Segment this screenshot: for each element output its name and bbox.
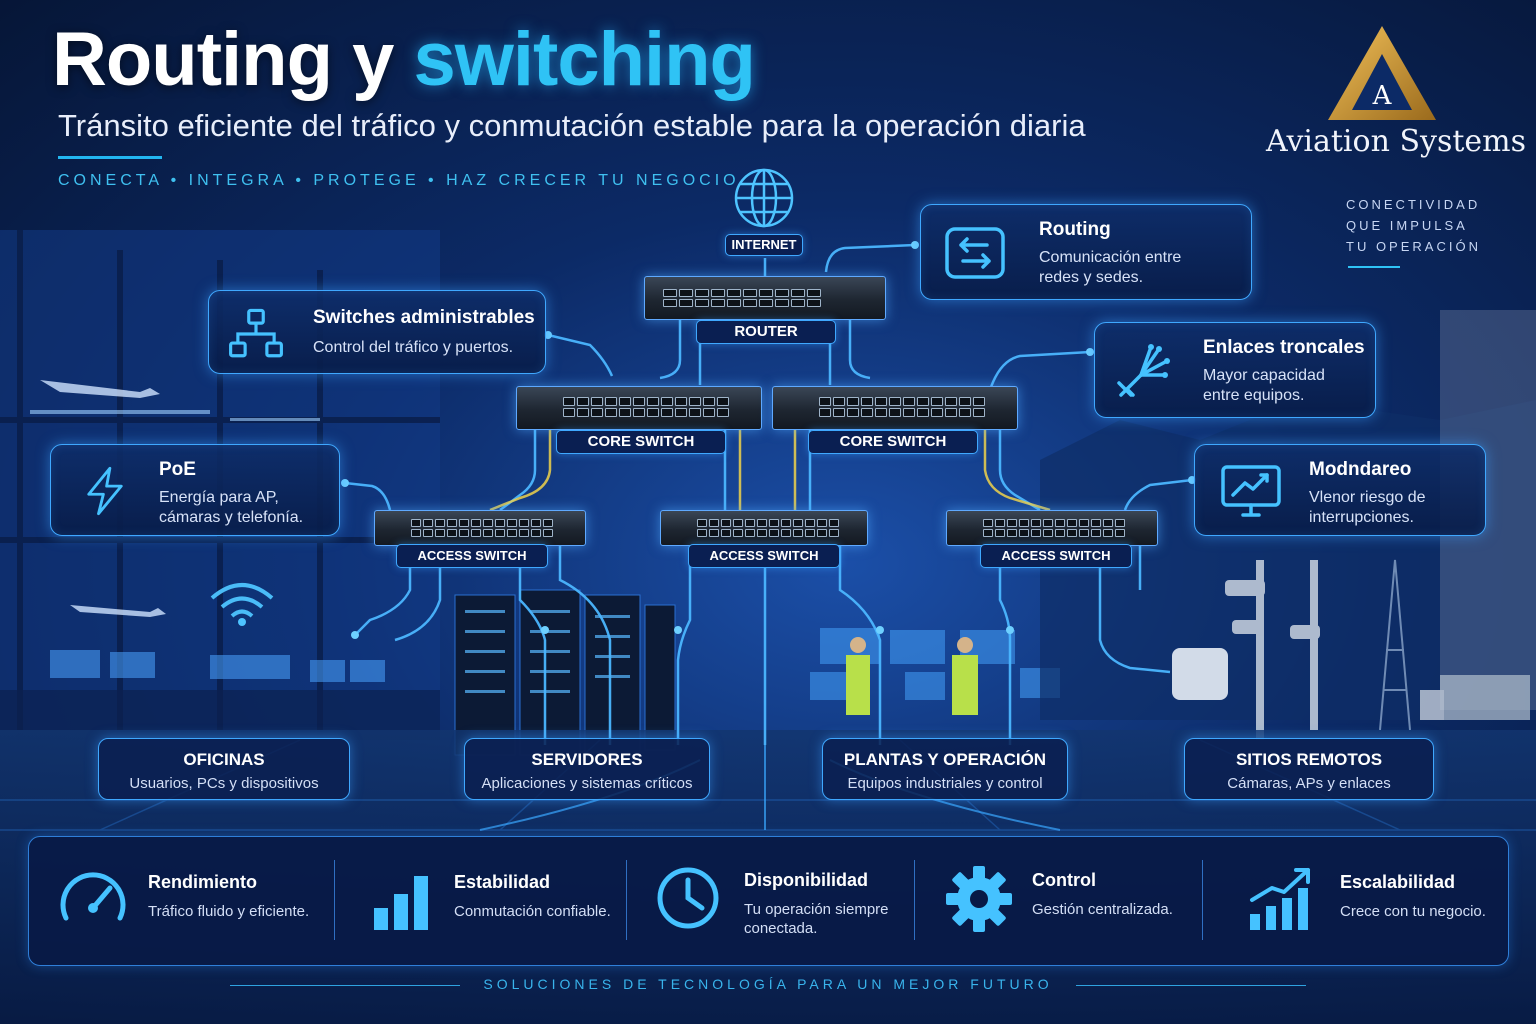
title-divider — [58, 156, 162, 159]
core-switch-2 — [772, 386, 1018, 430]
metric-desc-line-1: Tu operación siempre — [744, 901, 889, 918]
access-switch-1 — [374, 510, 586, 546]
card-title: Enlaces troncales — [1203, 337, 1365, 358]
metric-estabilidad: Estabilidad Conmutación confiable. — [368, 836, 628, 966]
zone-sitios-remotos: SITIOS REMOTOS Cámaras, APs y enlaces — [1184, 738, 1434, 800]
zone-servidores: SERVIDORES Aplicaciones y sistemas críti… — [464, 738, 710, 800]
zone-title: PLANTAS Y OPERACIÓN — [843, 750, 1047, 769]
gear-icon — [946, 866, 1012, 932]
card-desc-line-2: cámaras y telefonía. — [159, 509, 304, 526]
metric-rendimiento: Rendimiento Tráfico fluido y eficiente. — [56, 836, 336, 966]
title-part-1: Routing y — [52, 17, 394, 102]
card-title: Modndareo — [1309, 459, 1412, 480]
footer-rule-left — [230, 985, 460, 986]
exchange-arrows-icon — [945, 227, 1005, 279]
card-desc-line-2: interrupciones. — [1309, 509, 1414, 526]
metric-title: Disponibilidad — [744, 870, 868, 890]
growth-chart-icon — [1250, 868, 1310, 930]
card-desc-line-1: Mayor capacidad — [1203, 367, 1325, 384]
metric-title: Escalabilidad — [1340, 872, 1456, 892]
metric-title: Estabilidad — [454, 872, 551, 892]
core-switch-2-label: CORE SWITCH — [808, 430, 978, 454]
metric-divider — [1202, 860, 1203, 940]
zone-desc: Usuarios, PCs y dispositivos — [129, 775, 319, 792]
router-ports — [663, 289, 821, 307]
metric-title: Control — [1032, 870, 1096, 890]
zone-title: OFICINAS — [183, 750, 265, 769]
card-title: Routing — [1039, 219, 1111, 240]
access-switch-3 — [946, 510, 1158, 546]
brand-logo-letter: A — [1372, 81, 1393, 111]
card-title: Switches administrables — [313, 307, 535, 328]
core-switch-1-label: CORE SWITCH — [556, 430, 726, 454]
metric-desc: Crece con tu negocio. — [1340, 903, 1486, 920]
access-switch-2-label: ACCESS SWITCH — [688, 544, 840, 568]
zone-title: SERVIDORES — [531, 750, 643, 769]
metric-escalabilidad: Escalabilidad Crece con tu negocio. — [1246, 836, 1506, 966]
brand-tagline: CONECTIVIDAD QUE IMPULSA TU OPERACIÓN — [1346, 194, 1481, 257]
fiber-cable-icon — [1117, 344, 1170, 397]
zone-desc: Cámaras, APs y enlaces — [1227, 775, 1391, 792]
brand-tag-line-1: CONECTIVIDAD — [1346, 197, 1481, 212]
card-routing: Routing Comunicación entre redes y sedes… — [920, 204, 1252, 300]
metric-divider — [334, 860, 335, 940]
brand-logo-icon: A — [1328, 26, 1436, 120]
router-label: ROUTER — [696, 320, 836, 344]
core-switch-1 — [516, 386, 762, 430]
metric-divider — [914, 860, 915, 940]
page-title: Routing y switching — [52, 22, 756, 98]
router-device — [644, 276, 886, 320]
metric-desc: Conmutación confiable. — [454, 903, 611, 920]
monitor-chart-icon — [1221, 465, 1281, 517]
brand-divider — [1348, 266, 1400, 268]
metric-divider — [626, 860, 627, 940]
zone-oficinas: OFICINAS Usuarios, PCs y dispositivos — [98, 738, 350, 800]
footer-rule-right — [1076, 985, 1306, 986]
access-switch-3-label: ACCESS SWITCH — [980, 544, 1132, 568]
internet-label: INTERNET — [725, 234, 803, 256]
card-monitoreo: Modndareo Vlenor riesgo de interrupcione… — [1194, 444, 1486, 536]
lightning-bolt-icon — [87, 466, 123, 516]
brand-name: Aviation Systems — [1266, 124, 1526, 159]
brand-tag-line-3: TU OPERACIÓN — [1346, 239, 1481, 254]
bar-chart-icon — [374, 876, 428, 930]
zone-title: SITIOS REMOTOS — [1235, 750, 1383, 769]
card-switches-administrables: Switches administrables Control del tráf… — [208, 290, 546, 374]
benefits-panel — [28, 836, 1509, 966]
tagline: CONECTA • INTEGRA • PROTEGE • HAZ CRECER… — [58, 172, 740, 189]
card-desc-line-2: entre equipos. — [1203, 387, 1305, 404]
card-title: PoE — [159, 459, 196, 480]
access-switch-1-label: ACCESS SWITCH — [396, 544, 548, 568]
page-subtitle: Tránsito eficiente del tráfico y conmuta… — [58, 108, 1086, 143]
card-desc-line-1: Comunicación entre — [1039, 249, 1182, 266]
card-poe: PoE Energía para AP, cámaras y telefonía… — [50, 444, 340, 536]
network-tree-icon — [229, 308, 283, 358]
metric-control: Control Gestión centralizada. — [942, 836, 1202, 966]
card-desc-line-2: redes y sedes. — [1039, 269, 1144, 286]
zone-desc: Aplicaciones y sistemas críticos — [481, 775, 693, 792]
metric-desc-line-2: conectada. — [744, 920, 818, 937]
zone-desc: Equipos industriales y control — [847, 775, 1043, 792]
card-desc-line-1: Energía para AP, — [159, 489, 279, 506]
metric-desc: Gestión centralizada. — [1032, 901, 1173, 918]
clock-icon — [657, 867, 719, 929]
card-enlaces-troncales: Enlaces troncales Mayor capacidad entre … — [1094, 322, 1376, 418]
card-desc: Control del tráfico y puertos. — [313, 339, 514, 356]
access-switch-2 — [660, 510, 868, 546]
metric-title: Rendimiento — [148, 872, 258, 892]
speedometer-icon — [60, 872, 126, 921]
metric-disponibilidad: Disponibilidad Tu operación siempre cone… — [654, 836, 914, 966]
footer-text: SOLUCIONES DE TECNOLOGÍA PARA UN MEJOR F… — [483, 976, 1053, 992]
brand-tag-line-2: QUE IMPULSA — [1346, 218, 1468, 233]
internet-globe-icon — [734, 168, 794, 228]
zone-plantas-operacion: PLANTAS Y OPERACIÓN Equipos industriales… — [822, 738, 1068, 800]
title-part-2: switching — [413, 17, 756, 102]
card-desc-line-1: Vlenor riesgo de — [1309, 489, 1426, 506]
metric-desc: Tráfico fluido y eficiente. — [148, 903, 310, 920]
